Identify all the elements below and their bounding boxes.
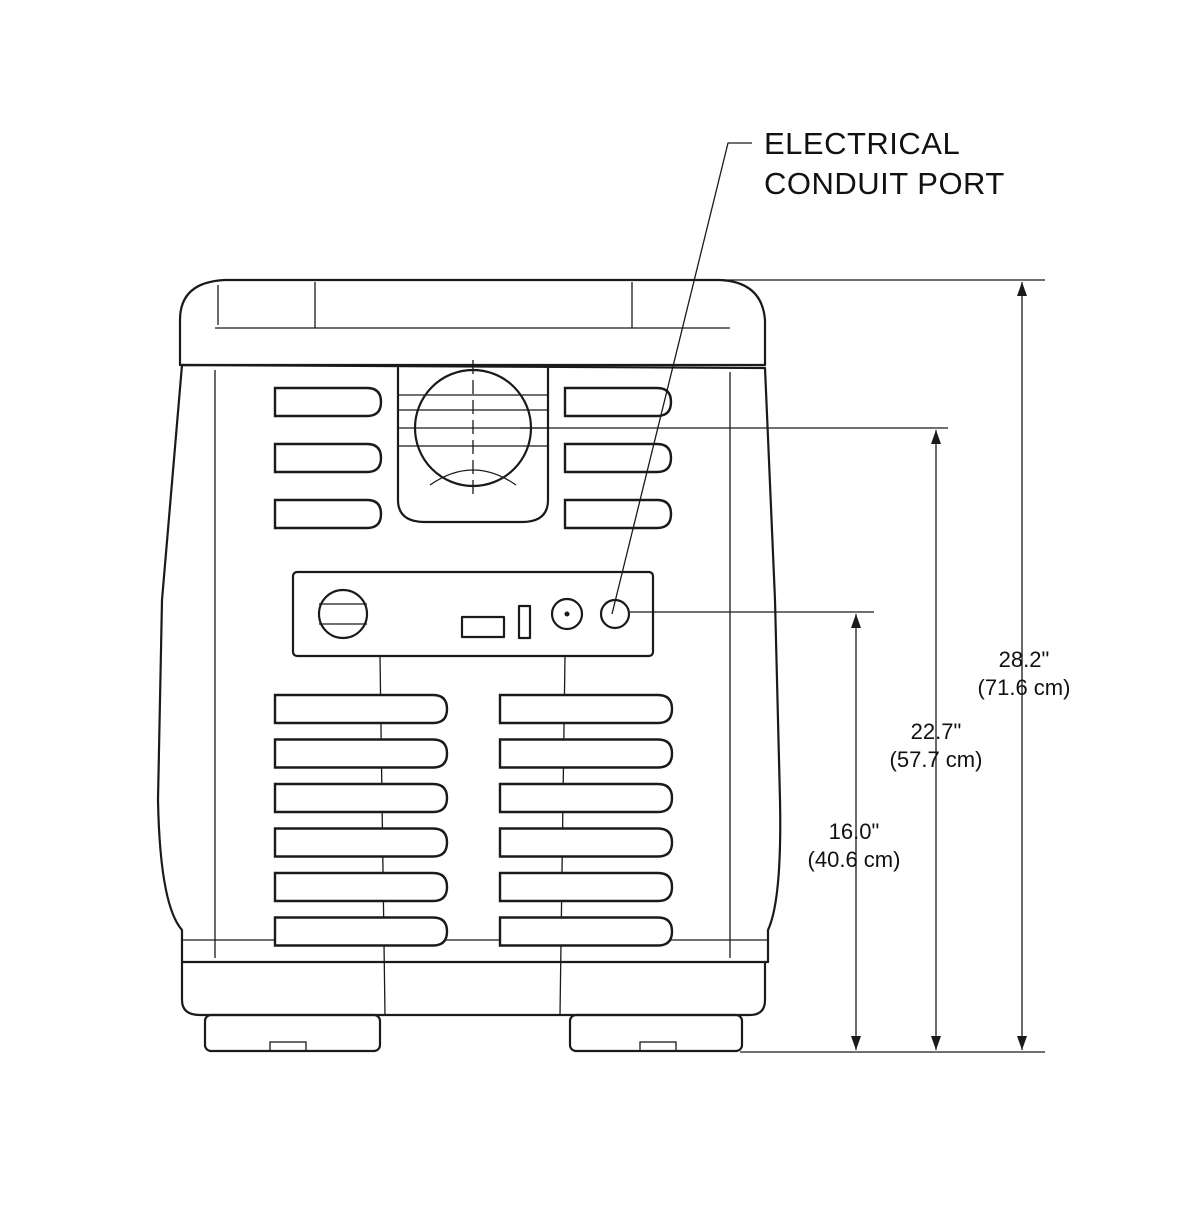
overall-height-imperial: 28.2": [998, 647, 1050, 672]
louver-slot: [273, 442, 383, 474]
cabinet-body: [156, 363, 782, 964]
louver-slot: [498, 827, 674, 858]
louver-slot: [273, 498, 383, 530]
dimension-lines: [520, 279, 1045, 1053]
callout-leader-line: [611, 142, 752, 615]
callout-label-line1: ELECTRICAL: [764, 126, 961, 161]
louver-slot: [498, 738, 674, 769]
louver-slot: [498, 782, 674, 814]
upper-left-louvers: [273, 386, 383, 530]
flue-height-metric: (57.7 cm): [889, 747, 983, 772]
overall-height-metric: (71.6 cm): [977, 675, 1071, 700]
louver-slot: [273, 386, 383, 418]
conduit-height-label: 16.0" (40.6 cm): [808, 818, 901, 874]
lower-left-louvers: [273, 693, 449, 947]
control-panel: [291, 570, 655, 658]
louver-slot: [273, 871, 449, 903]
flue-outlet: [396, 360, 550, 524]
flue-height-label: 22.7" (57.7 cm): [890, 718, 983, 774]
callout-label-line2: CONDUIT PORT: [764, 166, 1005, 201]
louver-slot: [273, 738, 449, 769]
louver-slot: [273, 782, 449, 814]
louver-slot: [273, 693, 449, 725]
cabinet-base: [180, 960, 767, 1053]
upper-right-louvers: [563, 386, 673, 530]
conduit-height-imperial: 16.0": [828, 819, 880, 844]
louver-slot: [498, 916, 674, 947]
louver-slot: [273, 827, 449, 858]
louver-slot: [498, 693, 674, 725]
lower-right-louvers: [498, 693, 674, 947]
top-lid: [178, 278, 767, 367]
louver-slot: [563, 498, 673, 530]
louver-slot: [563, 442, 673, 474]
flue-height-imperial: 22.7": [910, 719, 962, 744]
louver-slot: [498, 871, 674, 903]
louver-slot: [273, 916, 449, 947]
conduit-height-metric: (40.6 cm): [807, 847, 901, 872]
louver-slot: [563, 386, 673, 418]
overall-height-label: 28.2" (71.6 cm): [978, 646, 1071, 702]
